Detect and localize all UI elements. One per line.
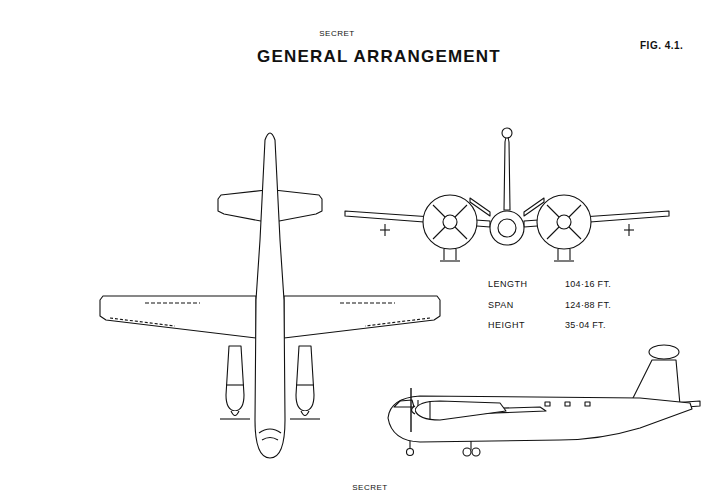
classification-mark: SECRET: [319, 30, 354, 39]
dimension-name: LENGTH: [488, 280, 528, 290]
dimension-value: 124·88 FT.: [565, 301, 611, 311]
plan-view: [100, 133, 440, 458]
dimension-name: SPAN: [488, 301, 514, 311]
dimension-value: 104·16 FT.: [565, 280, 611, 290]
classification-mark: SECRET: [352, 484, 387, 493]
front-view: [345, 128, 669, 261]
figure-number: FIG. 4.1.: [640, 40, 683, 51]
sheet-title: GENERAL ARRANGEMENT: [257, 48, 501, 67]
dimension-name: HEIGHT: [488, 321, 525, 331]
side-view: [388, 345, 700, 456]
dimension-value: 35·04 FT.: [565, 321, 606, 331]
